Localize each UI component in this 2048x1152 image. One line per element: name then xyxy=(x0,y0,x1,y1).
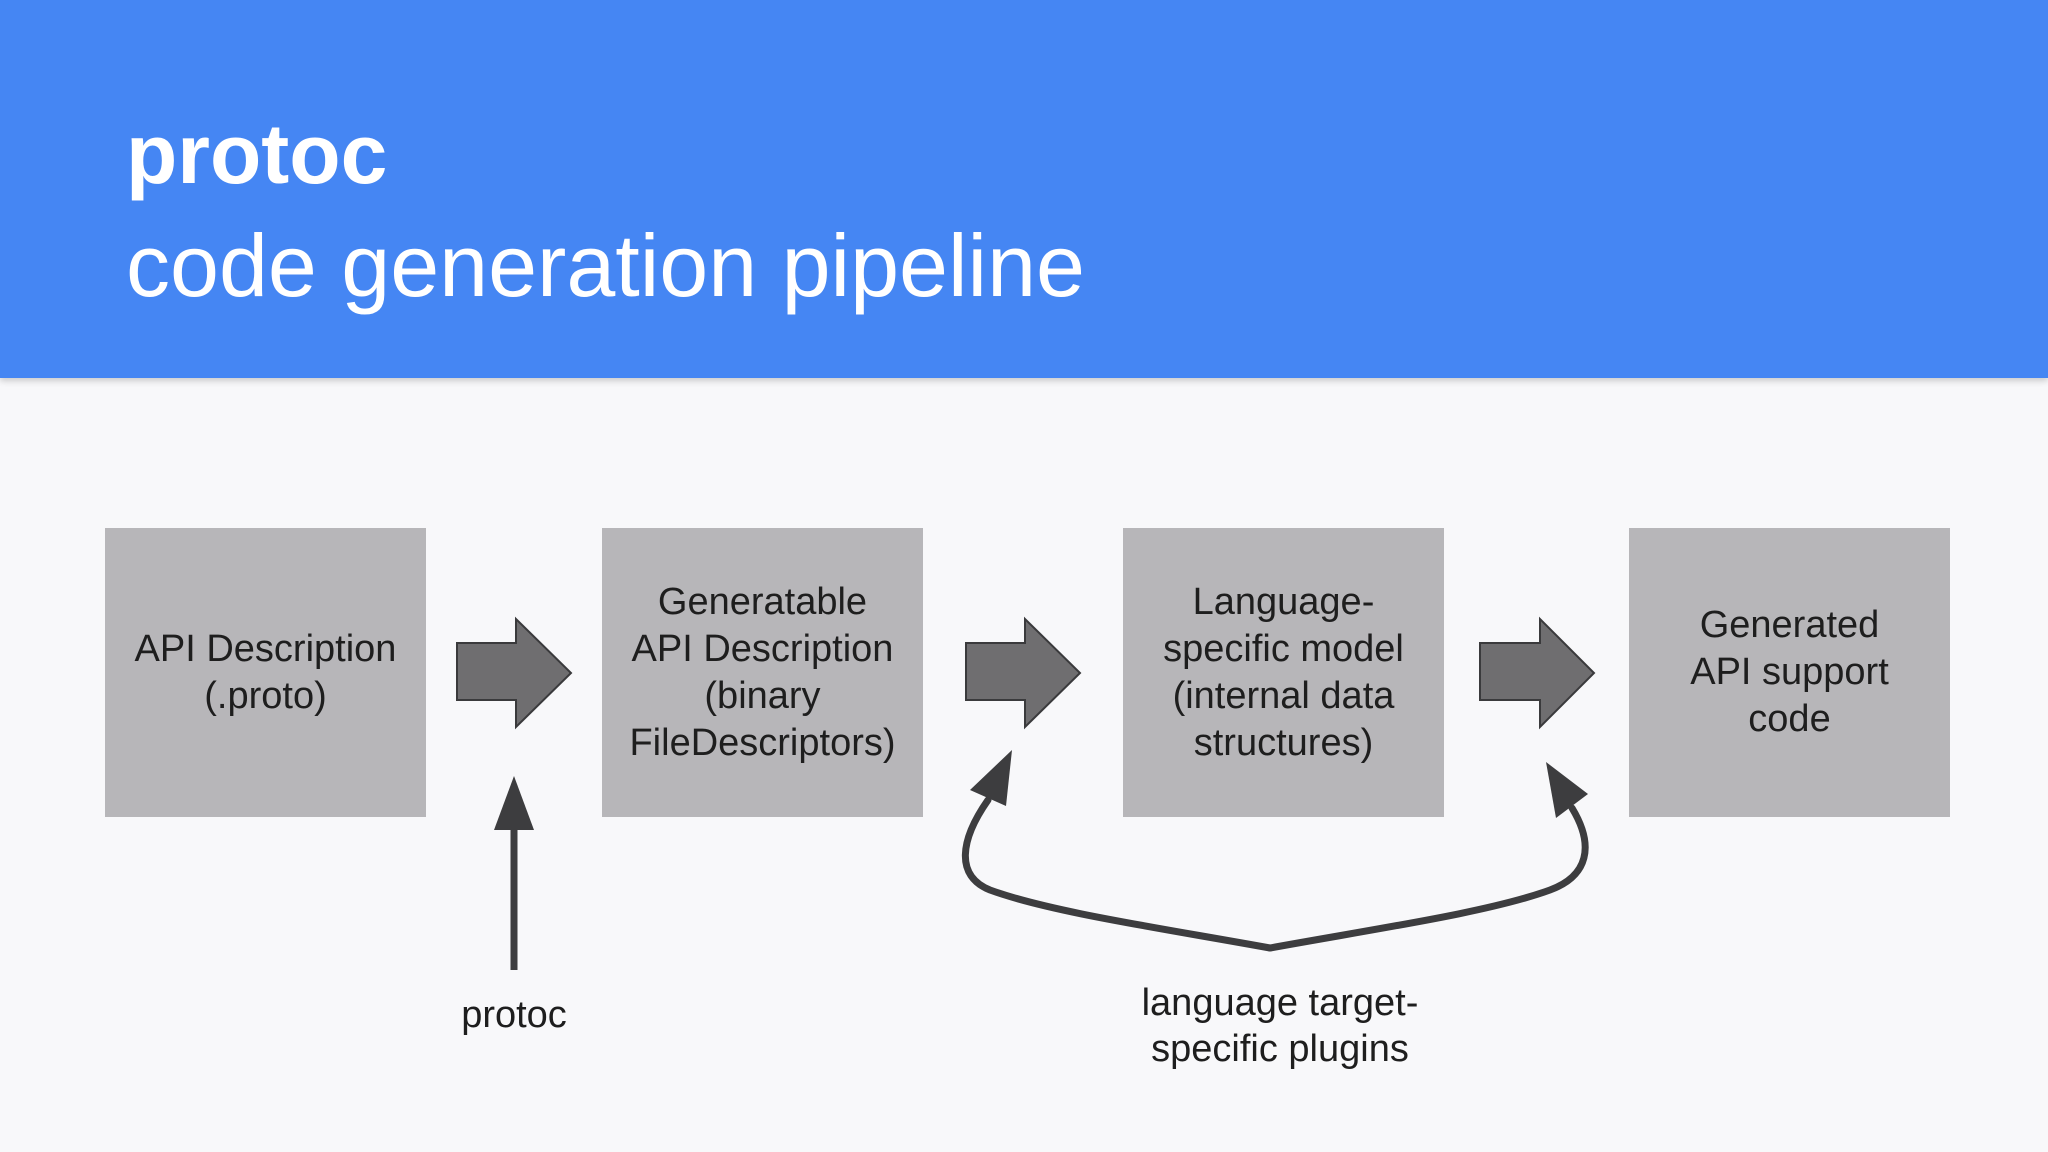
flow-arrow-1-icon xyxy=(456,616,573,730)
stage-language-model-label: Language- specific model (internal data … xyxy=(1163,580,1404,764)
flow-arrow-3-icon xyxy=(1479,616,1596,730)
stage-generatable-description-label: Generatable API Description (binary File… xyxy=(629,580,896,764)
plugins-left-curve xyxy=(961,796,1274,952)
protoc-pointer-arrowhead-icon xyxy=(494,776,534,830)
slide-subtitle: code generation pipeline xyxy=(126,216,1085,315)
stage-generated-code-box: Generated API support code xyxy=(1629,528,1950,817)
plugins-right-curve xyxy=(1266,804,1589,952)
slide-title: protoc xyxy=(126,107,388,201)
stage-generatable-description-box: Generatable API Description (binary File… xyxy=(602,528,923,817)
stage-language-model-box: Language- specific model (internal data … xyxy=(1123,528,1444,817)
slide-header: protoc code generation pipeline xyxy=(0,0,2048,378)
flow-arrow-2-icon xyxy=(965,616,1082,730)
plugins-caption: language target- specific plugins xyxy=(1141,982,1419,1070)
plugins-left-arrowhead-icon xyxy=(970,750,1012,806)
protoc-caption: protoc xyxy=(461,994,567,1036)
plugins-right-arrowhead-icon xyxy=(1546,762,1588,818)
stage-api-description-label: API Description (.proto) xyxy=(134,627,397,717)
stage-api-description-box: API Description (.proto) xyxy=(105,528,426,817)
stage-generated-code-label: Generated API support code xyxy=(1690,604,1889,740)
